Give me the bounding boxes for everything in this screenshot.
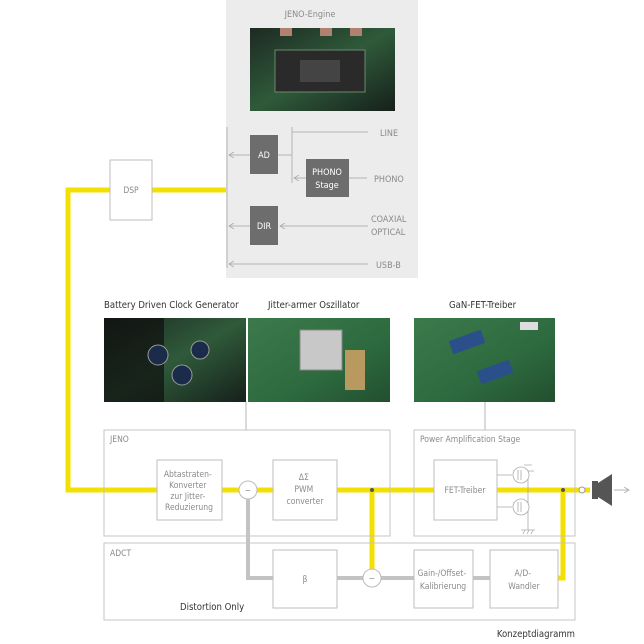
input-coaxial-label: COAXIAL	[371, 215, 407, 225]
adct-subtractor-sign: −	[369, 574, 375, 584]
distortion-only-label: Distortion Only	[180, 602, 244, 613]
adct-frame	[103, 542, 576, 621]
dir-label: DIR	[257, 222, 272, 232]
input-line-label: LINE	[380, 129, 398, 139]
signal-path	[65, 187, 590, 581]
oscillator-caption: Jitter-armer Oszillator	[267, 300, 360, 311]
dsp-label: DSP	[123, 186, 139, 196]
oscillator-photo	[248, 318, 390, 402]
gain-offset-label: Gain-/Offset- Kalibrierung	[417, 569, 468, 592]
pwm-converter-label: ΔΣ PWM converter	[287, 473, 325, 507]
jeno-engine-panel: JENO-Engine AD PHONO Stage DIR LINE PHON…	[226, 0, 418, 278]
sample-rate-converter-label: Abtastraten- Konverter zur Jitter- Reduz…	[164, 470, 214, 513]
gan-fet-photo	[414, 318, 555, 402]
dir-block	[250, 206, 278, 245]
input-phono-label: PHONO	[374, 175, 404, 185]
fet-driver-label: FET-Treiber	[444, 486, 486, 496]
clock-generator-photo	[104, 318, 246, 402]
dsp-block	[109, 159, 153, 221]
fet-driver-block	[433, 459, 498, 521]
jeno-engine-photo	[250, 28, 395, 111]
diagram-caption: Konzeptdiagramm	[497, 629, 575, 640]
ad-converter-block	[489, 549, 559, 609]
sample-rate-converter-block	[156, 459, 223, 521]
jeno-engine-title: JENO-Engine	[284, 10, 336, 20]
mosfet-icon	[497, 464, 535, 535]
gain-offset-block	[413, 549, 474, 609]
input-usb-label: USB-B	[376, 261, 401, 271]
ad-label: AD	[258, 151, 270, 161]
input-optical-label: OPTICAL	[371, 228, 406, 238]
adct-subtractor	[362, 568, 382, 588]
phono-stage-label: Stage	[315, 181, 338, 191]
adct-frame-title: ADCT	[110, 549, 131, 559]
speaker-icon	[592, 474, 629, 506]
clock-generator-caption: Battery Driven Clock Generator	[104, 300, 239, 311]
phono-stage-block	[306, 159, 349, 197]
beta-block	[272, 549, 338, 609]
jeno-frame-title: JENO	[109, 435, 129, 445]
beta-label: β	[303, 575, 308, 585]
power-stage-title: Power Amplification Stage	[420, 435, 520, 445]
jeno-subtractor-sign: −	[245, 486, 251, 496]
pwm-converter-block	[272, 459, 338, 521]
phono-stage-label: PHONO	[312, 168, 342, 178]
power-stage-frame	[413, 429, 576, 537]
ad-converter-label: A/D- Wandler	[508, 569, 540, 592]
ad-block	[250, 135, 278, 174]
feedback-path	[246, 499, 490, 580]
gan-fet-caption: GaN-FET-Treiber	[449, 300, 517, 311]
